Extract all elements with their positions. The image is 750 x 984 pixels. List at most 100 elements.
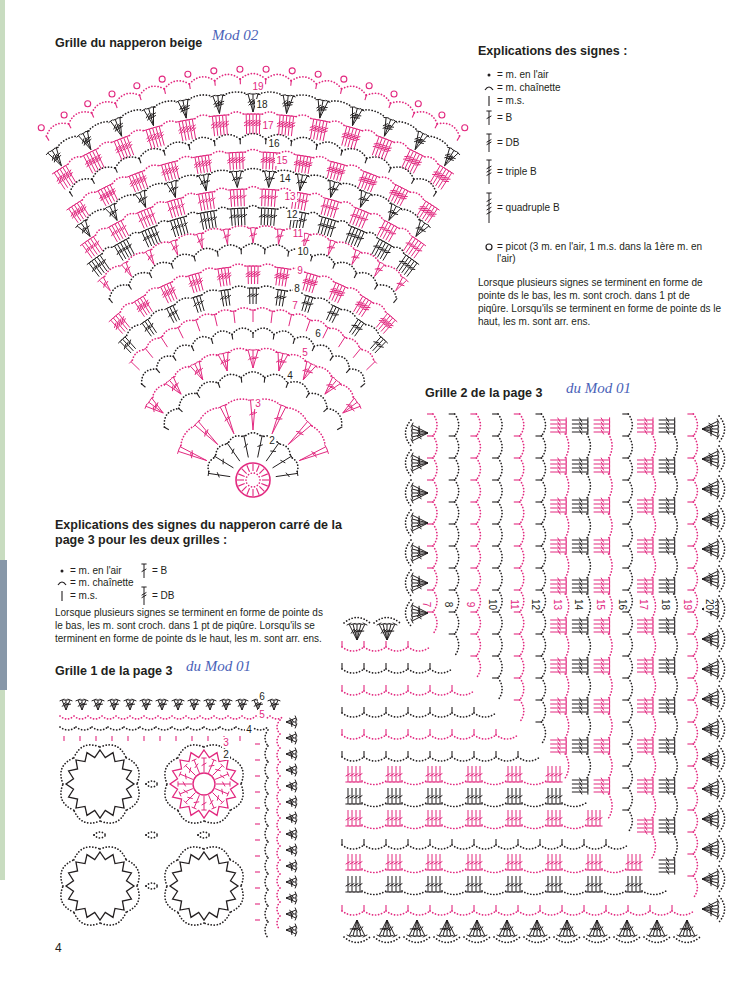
stitch-symbol <box>437 876 442 892</box>
chain-loop <box>364 647 386 651</box>
stitch-symbol <box>121 240 131 256</box>
single-crochet-symbol <box>470 457 476 458</box>
single-crochet-symbol <box>687 787 693 788</box>
stitch-symbol <box>286 721 297 728</box>
stitch-symbol <box>353 854 358 870</box>
stitch-symbol <box>517 810 522 826</box>
chain-loop <box>540 845 562 849</box>
chain-loop <box>342 757 364 761</box>
stitch-symbol <box>255 266 260 284</box>
stitch-symbol <box>545 876 550 892</box>
stitch-symbol <box>659 429 675 434</box>
stitch-symbol <box>637 876 642 892</box>
chain-loop <box>628 436 632 458</box>
single-crochet-symbol <box>561 905 562 911</box>
single-crochet-symbol <box>457 135 460 140</box>
single-crochet-symbol <box>622 523 628 524</box>
stitch-symbol <box>385 810 390 826</box>
stitch-symbol <box>223 115 229 135</box>
single-crochet-symbol <box>259 469 264 474</box>
chain-loop <box>177 234 196 240</box>
stitch-symbol <box>199 233 204 248</box>
chain-loop <box>719 416 725 442</box>
stitch-symbol <box>141 295 152 312</box>
stitch-symbol <box>702 669 719 679</box>
single-crochet-symbol <box>427 567 433 568</box>
stitch-symbol <box>352 108 360 126</box>
stitch-symbol <box>173 181 178 198</box>
chain-loop <box>362 350 374 361</box>
chain-loop <box>199 408 219 421</box>
chain-loop <box>498 634 502 656</box>
chain-loop <box>565 754 569 778</box>
chain-loop <box>113 177 127 183</box>
chain-loop <box>341 384 354 398</box>
scan-edge <box>0 560 7 690</box>
chain-loop <box>229 112 244 115</box>
stitch-symbol <box>702 869 719 879</box>
stitch-symbol <box>497 920 507 937</box>
stitch-symbol <box>637 789 653 794</box>
single-crochet-symbol <box>429 729 430 735</box>
stitch-symbol <box>113 223 123 239</box>
single-crochet-symbol <box>427 501 433 502</box>
chain-loop <box>394 247 404 253</box>
stitch-symbol <box>118 241 129 257</box>
picot-symbol <box>289 68 295 74</box>
stitch-symbol <box>572 629 588 634</box>
picot-symbol <box>237 66 243 72</box>
stitch-symbol <box>357 810 362 826</box>
stitch-symbol <box>702 489 719 499</box>
chain-loop <box>194 248 217 256</box>
stitch-symbol <box>179 772 193 780</box>
single-crochet-symbol <box>259 486 264 491</box>
stitch-symbol <box>212 764 224 776</box>
stitch-symbol <box>553 876 558 892</box>
single-crochet-symbol <box>561 839 562 845</box>
stitch-symbol <box>91 235 103 251</box>
stitch-symbol <box>594 669 610 674</box>
stitch-symbol <box>477 876 482 892</box>
chain-loop <box>628 590 632 612</box>
chain-loop <box>335 262 357 273</box>
single-crochet-symbol <box>429 707 430 713</box>
stitch-symbol <box>517 854 522 870</box>
stitch-symbol <box>469 788 474 804</box>
single-crochet-symbol <box>649 905 650 911</box>
stitch-symbol <box>215 268 221 286</box>
single-crochet-symbol <box>495 751 496 757</box>
fan-chart <box>38 66 467 497</box>
chain-loop <box>277 762 280 776</box>
stitch-symbol <box>209 192 215 209</box>
single-crochet-symbol <box>622 677 628 678</box>
stitch-symbol <box>226 229 231 244</box>
single-crochet-symbol <box>492 413 498 414</box>
stitch-symbol <box>438 169 451 187</box>
single-crochet-symbol <box>687 501 693 502</box>
stitch-symbol <box>168 241 177 256</box>
stitch-symbol <box>517 766 522 782</box>
stitch-symbol <box>389 766 394 782</box>
chain-loop <box>609 674 613 698</box>
chain-loop <box>94 832 106 835</box>
chain-loop <box>265 762 268 778</box>
stitch-symbol <box>129 360 139 370</box>
stitch-symbol <box>659 629 675 634</box>
stitch-symbol <box>225 352 230 371</box>
chain-loop <box>642 891 666 895</box>
stitch-symbol <box>702 749 719 759</box>
stitch-symbol <box>702 759 719 769</box>
stitch-symbol <box>659 509 675 514</box>
chain-loop <box>157 221 168 226</box>
chain-loop <box>520 436 524 458</box>
chain-loop <box>719 566 725 592</box>
stitch-symbol <box>307 157 314 174</box>
single-crochet-symbol <box>687 545 693 546</box>
single-crochet-symbol <box>429 905 430 911</box>
single-crochet-symbol <box>687 655 693 656</box>
stitch-symbol <box>650 920 657 937</box>
chain-loop <box>386 691 408 695</box>
single-crochet-symbol <box>536 567 542 568</box>
stitch-symbol <box>148 249 154 264</box>
stitch-symbol <box>290 116 296 136</box>
